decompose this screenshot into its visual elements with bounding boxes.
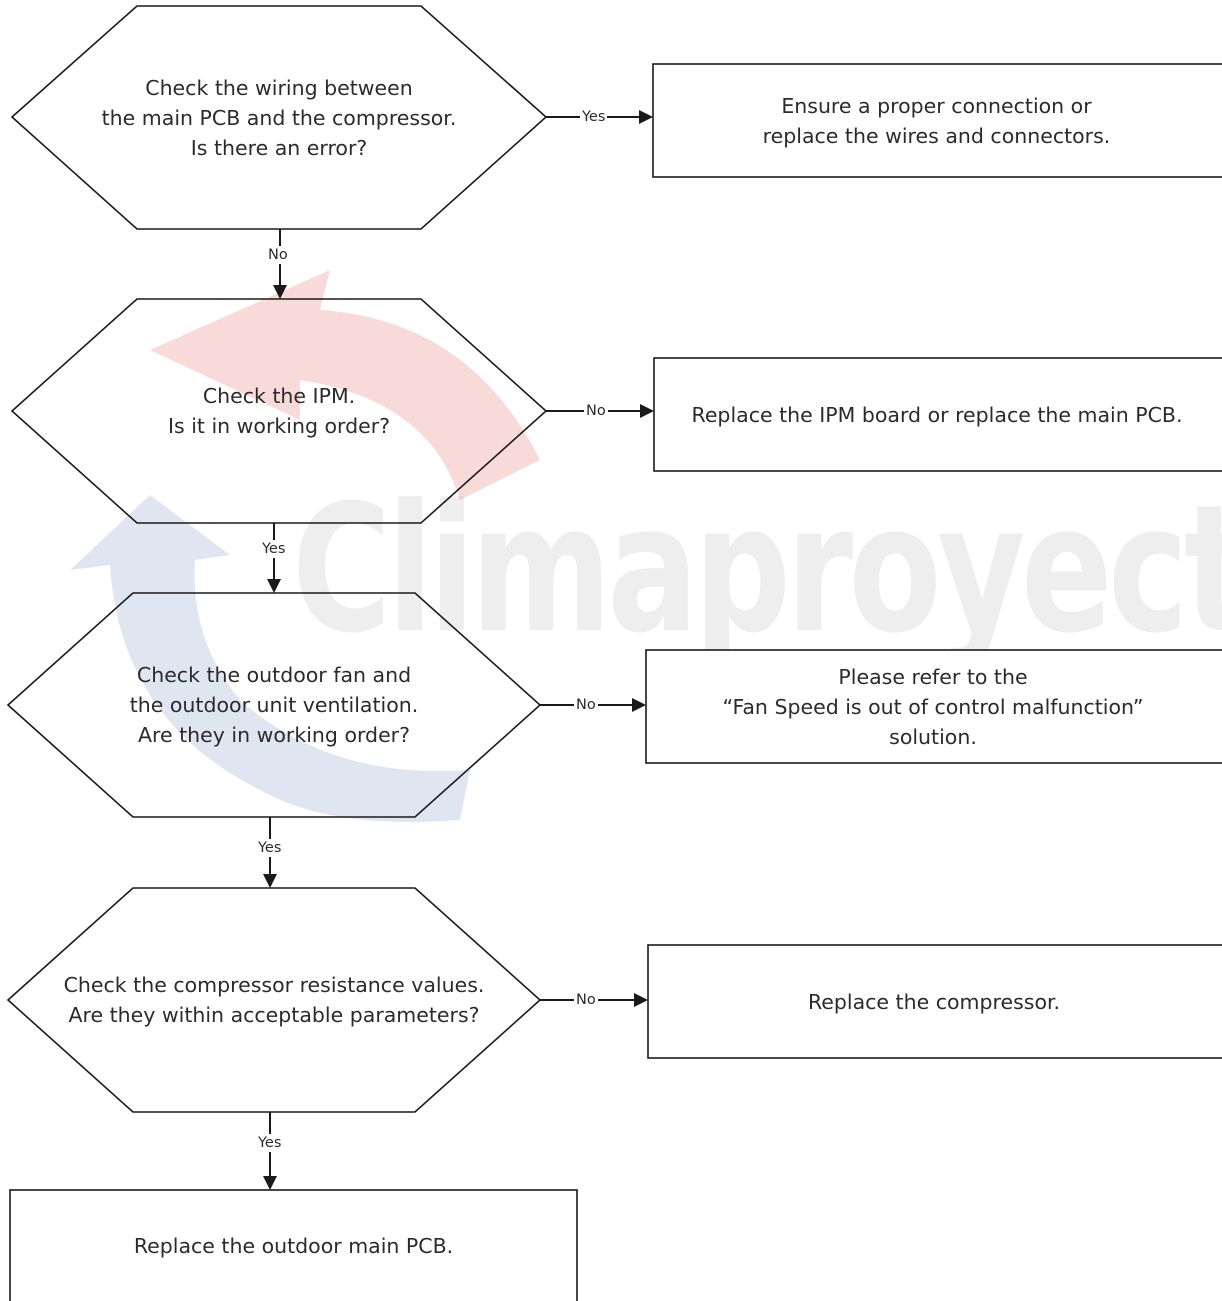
action-text-5: Replace the outdoor main PCB. [10, 1190, 577, 1301]
arrowhead [273, 285, 287, 299]
action-text-3-line: “Fan Speed is out of control malfunction… [722, 694, 1144, 719]
decision-text-1-line: the main PCB and the compressor. [101, 105, 457, 130]
watermark-text: Climaproyectos [292, 467, 1222, 672]
arrowhead [267, 579, 281, 593]
action-box-5 [9, 1189, 578, 1301]
decision-text-1-line: Check the wiring between [145, 75, 413, 100]
decision-text-4: Check the compressor resistance values. A… [38, 888, 510, 1112]
edge-label-d3-a3: No [574, 696, 598, 714]
watermark-swirl-red [150, 270, 540, 500]
arrowhead [639, 110, 653, 124]
decision-text-2-line: Is it in working order? [167, 414, 391, 438]
arrowhead [640, 404, 654, 418]
action-box-1 [652, 63, 1222, 178]
action-text-2-line: Replace the IPM board or replace the mai… [691, 402, 1183, 427]
action-text-2: Replace the IPM board or replace the mai… [654, 358, 1220, 471]
edge-label-d2-d3: Yes [260, 540, 288, 558]
action-text-5-line: Replace the outdoor main PCB. [133, 1233, 454, 1258]
decision-text-2-line: Check the IPM. [202, 384, 356, 408]
decision-text-3-line: Check the outdoor fan and [136, 663, 412, 687]
decision-text-3: Check the outdoor fan and the outdoor uni… [38, 593, 510, 817]
action-box-3 [645, 649, 1222, 764]
action-text-4: Replace the compressor. [648, 945, 1220, 1058]
decision-text-1: Check the wiring between the main PCB and… [42, 6, 516, 229]
decision-text-3-line: Are they in working order? [138, 723, 410, 747]
arrowhead [263, 874, 277, 888]
edge-label-d1-a1: Yes [580, 108, 608, 126]
edge-label-d4-a5: Yes [256, 1134, 284, 1152]
decision-text-4-line: Check the compressor resistance values. [63, 973, 485, 997]
watermark-swirl-blue [70, 495, 470, 822]
decision-text-3-line: the outdoor unit ventilation. [129, 693, 419, 717]
action-text-3-line: solution. [889, 724, 977, 749]
action-text-3: Please refer to the “Fan Speed is out of … [646, 650, 1220, 763]
edge-label-d2-a2: No [584, 402, 608, 420]
decision-text-4-line: Are they within acceptable parameters? [68, 1003, 480, 1027]
decision-text-2: Check the IPM. Is it in working order? [42, 299, 516, 523]
action-text-3-line: Please refer to the [838, 664, 1028, 689]
action-text-4-line: Replace the compressor. [807, 989, 1061, 1014]
edge-label-d3-d4: Yes [256, 839, 284, 857]
action-text-1: Ensure a proper connection or replace the… [653, 64, 1220, 177]
edge-label-d1-d2: No [266, 246, 290, 264]
action-text-1-line: Ensure a proper connection or [781, 93, 1092, 118]
arrowhead [634, 993, 648, 1007]
arrowhead [263, 1176, 277, 1190]
action-text-1-line: replace the wires and connectors. [762, 123, 1111, 148]
action-box-4 [647, 944, 1222, 1059]
decision-text-1-line: Is there an error? [190, 135, 368, 160]
arrowhead [632, 698, 646, 712]
edge-label-d4-a4: No [574, 991, 598, 1009]
action-box-2 [653, 357, 1222, 472]
